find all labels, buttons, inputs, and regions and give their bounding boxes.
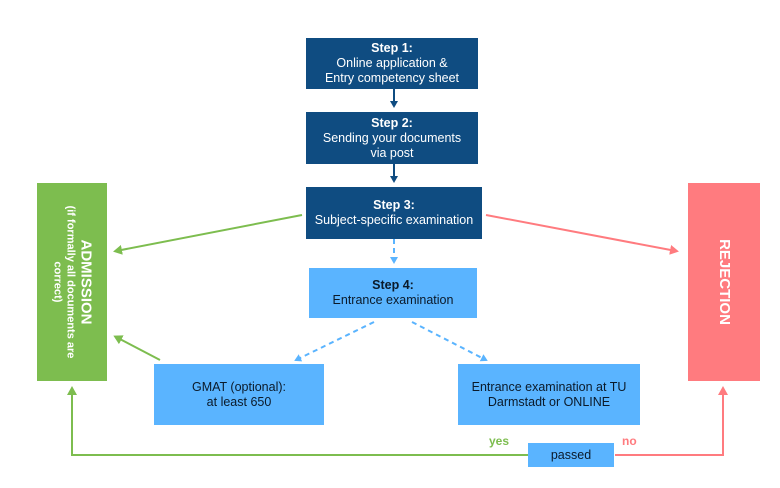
gmat-line2: at least 650 — [206, 394, 272, 409]
gmat-line1: GMAT (optional): — [191, 379, 286, 394]
admission-box: ADMISSION (if formally all documents are… — [37, 183, 107, 381]
step2-box: Step 2: Sending your documents via post — [306, 112, 478, 164]
passed-label: passed — [550, 447, 592, 462]
line-passed-no-to-rejection — [615, 386, 728, 456]
admission-label: ADMISSION — [77, 239, 95, 325]
yes-label: yes — [489, 434, 510, 448]
step1-line2: Entry competency sheet — [324, 71, 460, 85]
admission-note-line1: (if formally all documents are — [64, 205, 77, 359]
admission-note-line2: correct) — [51, 261, 64, 303]
step3-line1: Subject-specific examination — [314, 213, 474, 227]
step4-box: Step 4: Entrance examination — [309, 268, 477, 318]
entrance-exam-box: Entrance examination at TU Darmstadt or … — [458, 364, 640, 425]
step4-line1: Entrance examination — [332, 293, 454, 307]
rejection-label: REJECTION — [716, 239, 734, 325]
arrow-gmat-to-admission — [113, 335, 161, 361]
rejection-box: REJECTION — [688, 183, 760, 381]
no-label: no — [622, 434, 637, 448]
step2-line1: Sending your documents — [322, 130, 462, 145]
passed-box: passed — [528, 443, 614, 467]
entrance-line1: Entrance examination at TU — [471, 379, 627, 394]
arrow-step3-to-admission — [113, 214, 303, 255]
line-passed-yes-to-admission — [67, 386, 528, 456]
step2-title: Step 2: — [371, 115, 413, 130]
arrow-step4-to-entrance — [411, 321, 488, 362]
step1-title: Step 1: — [371, 41, 413, 55]
step1-line1: Online application & — [336, 56, 448, 70]
step1-box: Step 1: Online application & Entry compe… — [306, 38, 478, 89]
entrance-line2: Darmstadt or ONLINE — [487, 394, 611, 409]
step3-title: Step 3: — [373, 198, 415, 212]
step3-box: Step 3: Subject-specific examination — [306, 187, 482, 239]
step2-line2: via post — [370, 145, 414, 160]
step4-title: Step 4: — [372, 278, 414, 292]
arrow-step3-to-rejection — [485, 214, 679, 255]
arrow-step4-to-gmat — [294, 321, 375, 362]
gmat-box: GMAT (optional): at least 650 — [154, 364, 324, 425]
